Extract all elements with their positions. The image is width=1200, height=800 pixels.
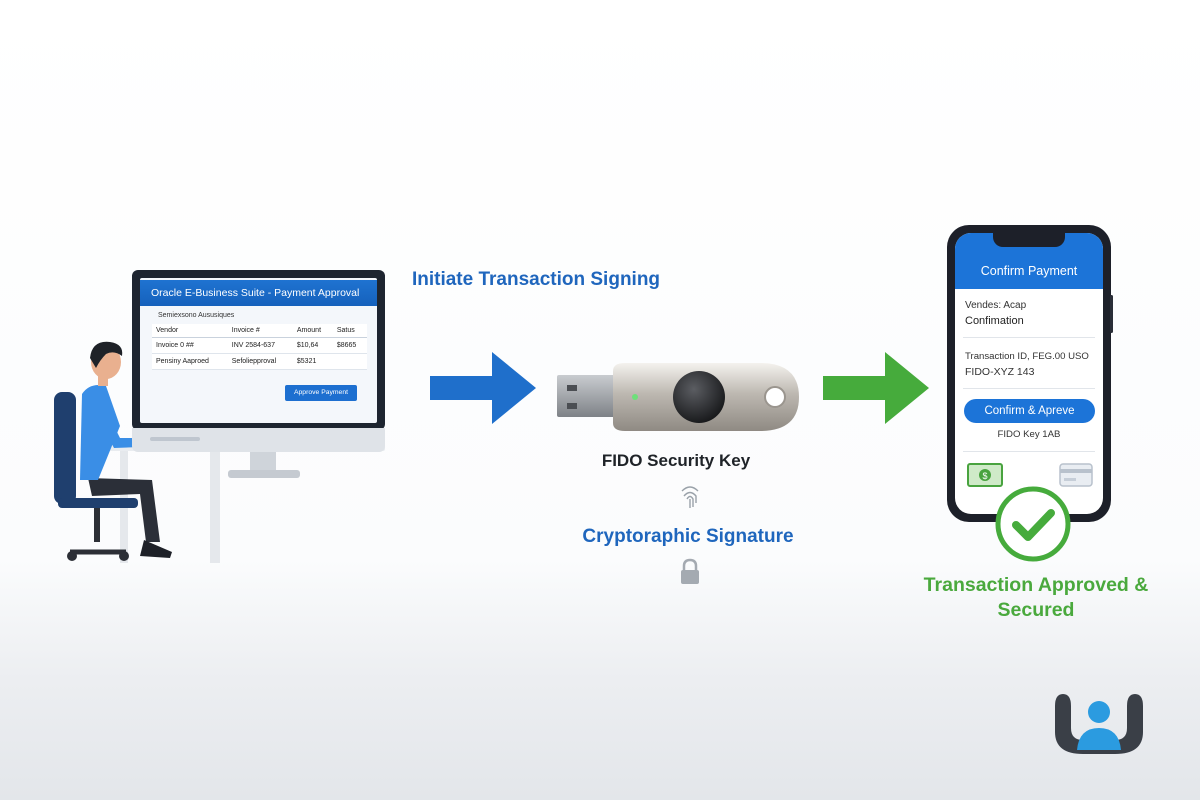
invoice-table: Vendor Invoice # Amount Satus Invoice 0 … — [152, 324, 367, 370]
approve-payment-button[interactable]: Approve Payment — [285, 385, 357, 401]
table-cell: $10,64 — [292, 337, 333, 354]
table-row[interactable]: Pensiny Aaproed Sefoliepproval $5321 — [152, 353, 367, 370]
svg-text:$: $ — [982, 471, 987, 481]
lock-icon — [681, 558, 699, 584]
column-header: Invoice # — [227, 324, 293, 338]
table-cell: Invoice 0 ## — [152, 337, 228, 354]
fido-security-key-label: FIDO Security Key — [601, 451, 751, 470]
confirm-approve-button[interactable]: Confirm & Apreve — [964, 399, 1095, 423]
table-cell: Sefoliepproval — [227, 353, 293, 370]
monitor-stand — [250, 452, 276, 472]
transaction-approved-label: Transaction Approved & Secured — [923, 574, 1149, 621]
column-header: Satus — [332, 324, 367, 338]
desk-leg — [210, 451, 220, 563]
table-row[interactable]: Invoice 0 ## INV 2584-637 $10,64 $8665 — [152, 337, 367, 354]
app-title: Oracle E-Business Suite - Payment Approv… — [140, 280, 377, 306]
credit-card-icon — [1059, 463, 1093, 487]
table-cell: INV 2584-637 — [227, 337, 293, 354]
vendor-value: Confimation — [965, 315, 1024, 327]
vendor-label: Vendes: Acap — [965, 300, 1027, 311]
transaction-id: Transaction ID, FEG.00 USO — [965, 351, 1089, 362]
table-cell: $8665 — [332, 337, 367, 354]
initiate-transaction-label: Initiate Transaction Signing — [411, 269, 661, 290]
user-logo-icon — [1055, 694, 1143, 754]
table-cell: Pensiny Aaproed — [152, 353, 228, 370]
arrow-right-icon — [823, 352, 929, 424]
person-at-desk-illustration — [54, 341, 176, 561]
confirm-payment-header: Confirm Payment — [955, 253, 1103, 289]
keyboard — [150, 437, 200, 441]
phone-notch — [993, 233, 1065, 247]
divider — [963, 388, 1095, 389]
monitor-screen: Oracle E-Business Suite - Payment Approv… — [140, 278, 377, 423]
app-subtitle: Semiexsono Aususiques — [158, 312, 235, 319]
divider — [963, 337, 1095, 338]
phone-side-button — [1110, 295, 1113, 333]
transaction-reference: FIDO-XYZ 143 — [965, 366, 1035, 378]
monitor-base — [228, 470, 300, 478]
cryptographic-signature-label: Cryptoraphic Signature — [582, 526, 794, 547]
table-cell: $5321 — [292, 353, 333, 370]
fingerprint-icon — [681, 486, 699, 508]
usb-security-key — [557, 363, 799, 431]
divider — [963, 451, 1095, 452]
cash-icon: $ — [967, 463, 1003, 487]
column-header: Amount — [292, 324, 333, 338]
check-circle-icon — [995, 486, 1071, 562]
column-header: Vendor — [152, 324, 228, 338]
table-header-row: Vendor Invoice # Amount Satus — [152, 324, 367, 338]
arrow-right-icon — [430, 352, 536, 424]
phone-screen: Confirm Payment Vendes: Acap Confimation… — [955, 233, 1103, 514]
fido-key-label: FIDO Key 1AB — [997, 429, 1061, 440]
table-cell — [332, 353, 367, 370]
